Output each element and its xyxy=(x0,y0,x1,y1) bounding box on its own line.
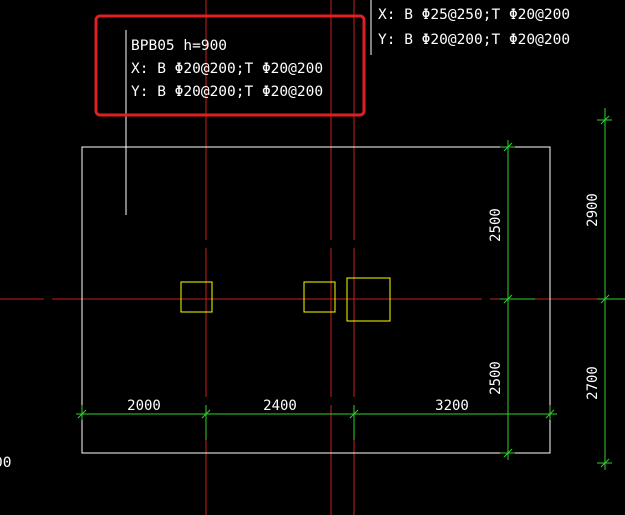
dim-right-outer-2: 2700 xyxy=(585,366,601,400)
highlight-box xyxy=(94,14,366,117)
axis-break xyxy=(482,296,490,302)
axis-break xyxy=(351,397,357,405)
axis-break xyxy=(203,397,209,405)
annotation-top-right-x: X: B Φ25@250;T Φ20@200 xyxy=(378,7,570,23)
right-inner-dimension-line[interactable] xyxy=(500,140,535,460)
right-outer-dimension-line[interactable] xyxy=(597,108,625,470)
dim-bottom-3: 3200 xyxy=(435,398,469,414)
column-marker-1[interactable] xyxy=(180,281,213,313)
annotation-slab-name: BPB05 h=900 xyxy=(131,38,227,54)
column-marker-3[interactable] xyxy=(346,277,391,322)
left-edge-text: 00 xyxy=(0,455,11,471)
dim-bottom-1: 2000 xyxy=(127,398,161,414)
annotation-x-reinforcement: X: B Φ20@200;T Φ20@200 xyxy=(131,61,323,77)
dim-right-inner-1: 2500 xyxy=(488,208,504,242)
dim-bottom-2: 2400 xyxy=(263,398,297,414)
column-marker-2[interactable] xyxy=(303,281,336,313)
annotation-y-reinforcement: Y: B Φ20@200;T Φ20@200 xyxy=(131,84,323,100)
axis-break xyxy=(351,240,357,248)
dim-right-inner-2: 2500 xyxy=(488,361,504,395)
axis-break xyxy=(328,397,334,405)
bottom-dimension-line[interactable] xyxy=(76,405,557,440)
dim-right-outer-1: 2900 xyxy=(585,193,601,227)
axis-break xyxy=(44,296,52,302)
slab-outline[interactable] xyxy=(81,146,551,454)
annotation-top-right-y: Y: B Φ20@200;T Φ20@200 xyxy=(378,32,570,48)
axis-break xyxy=(203,240,209,248)
axis-break xyxy=(328,240,334,248)
